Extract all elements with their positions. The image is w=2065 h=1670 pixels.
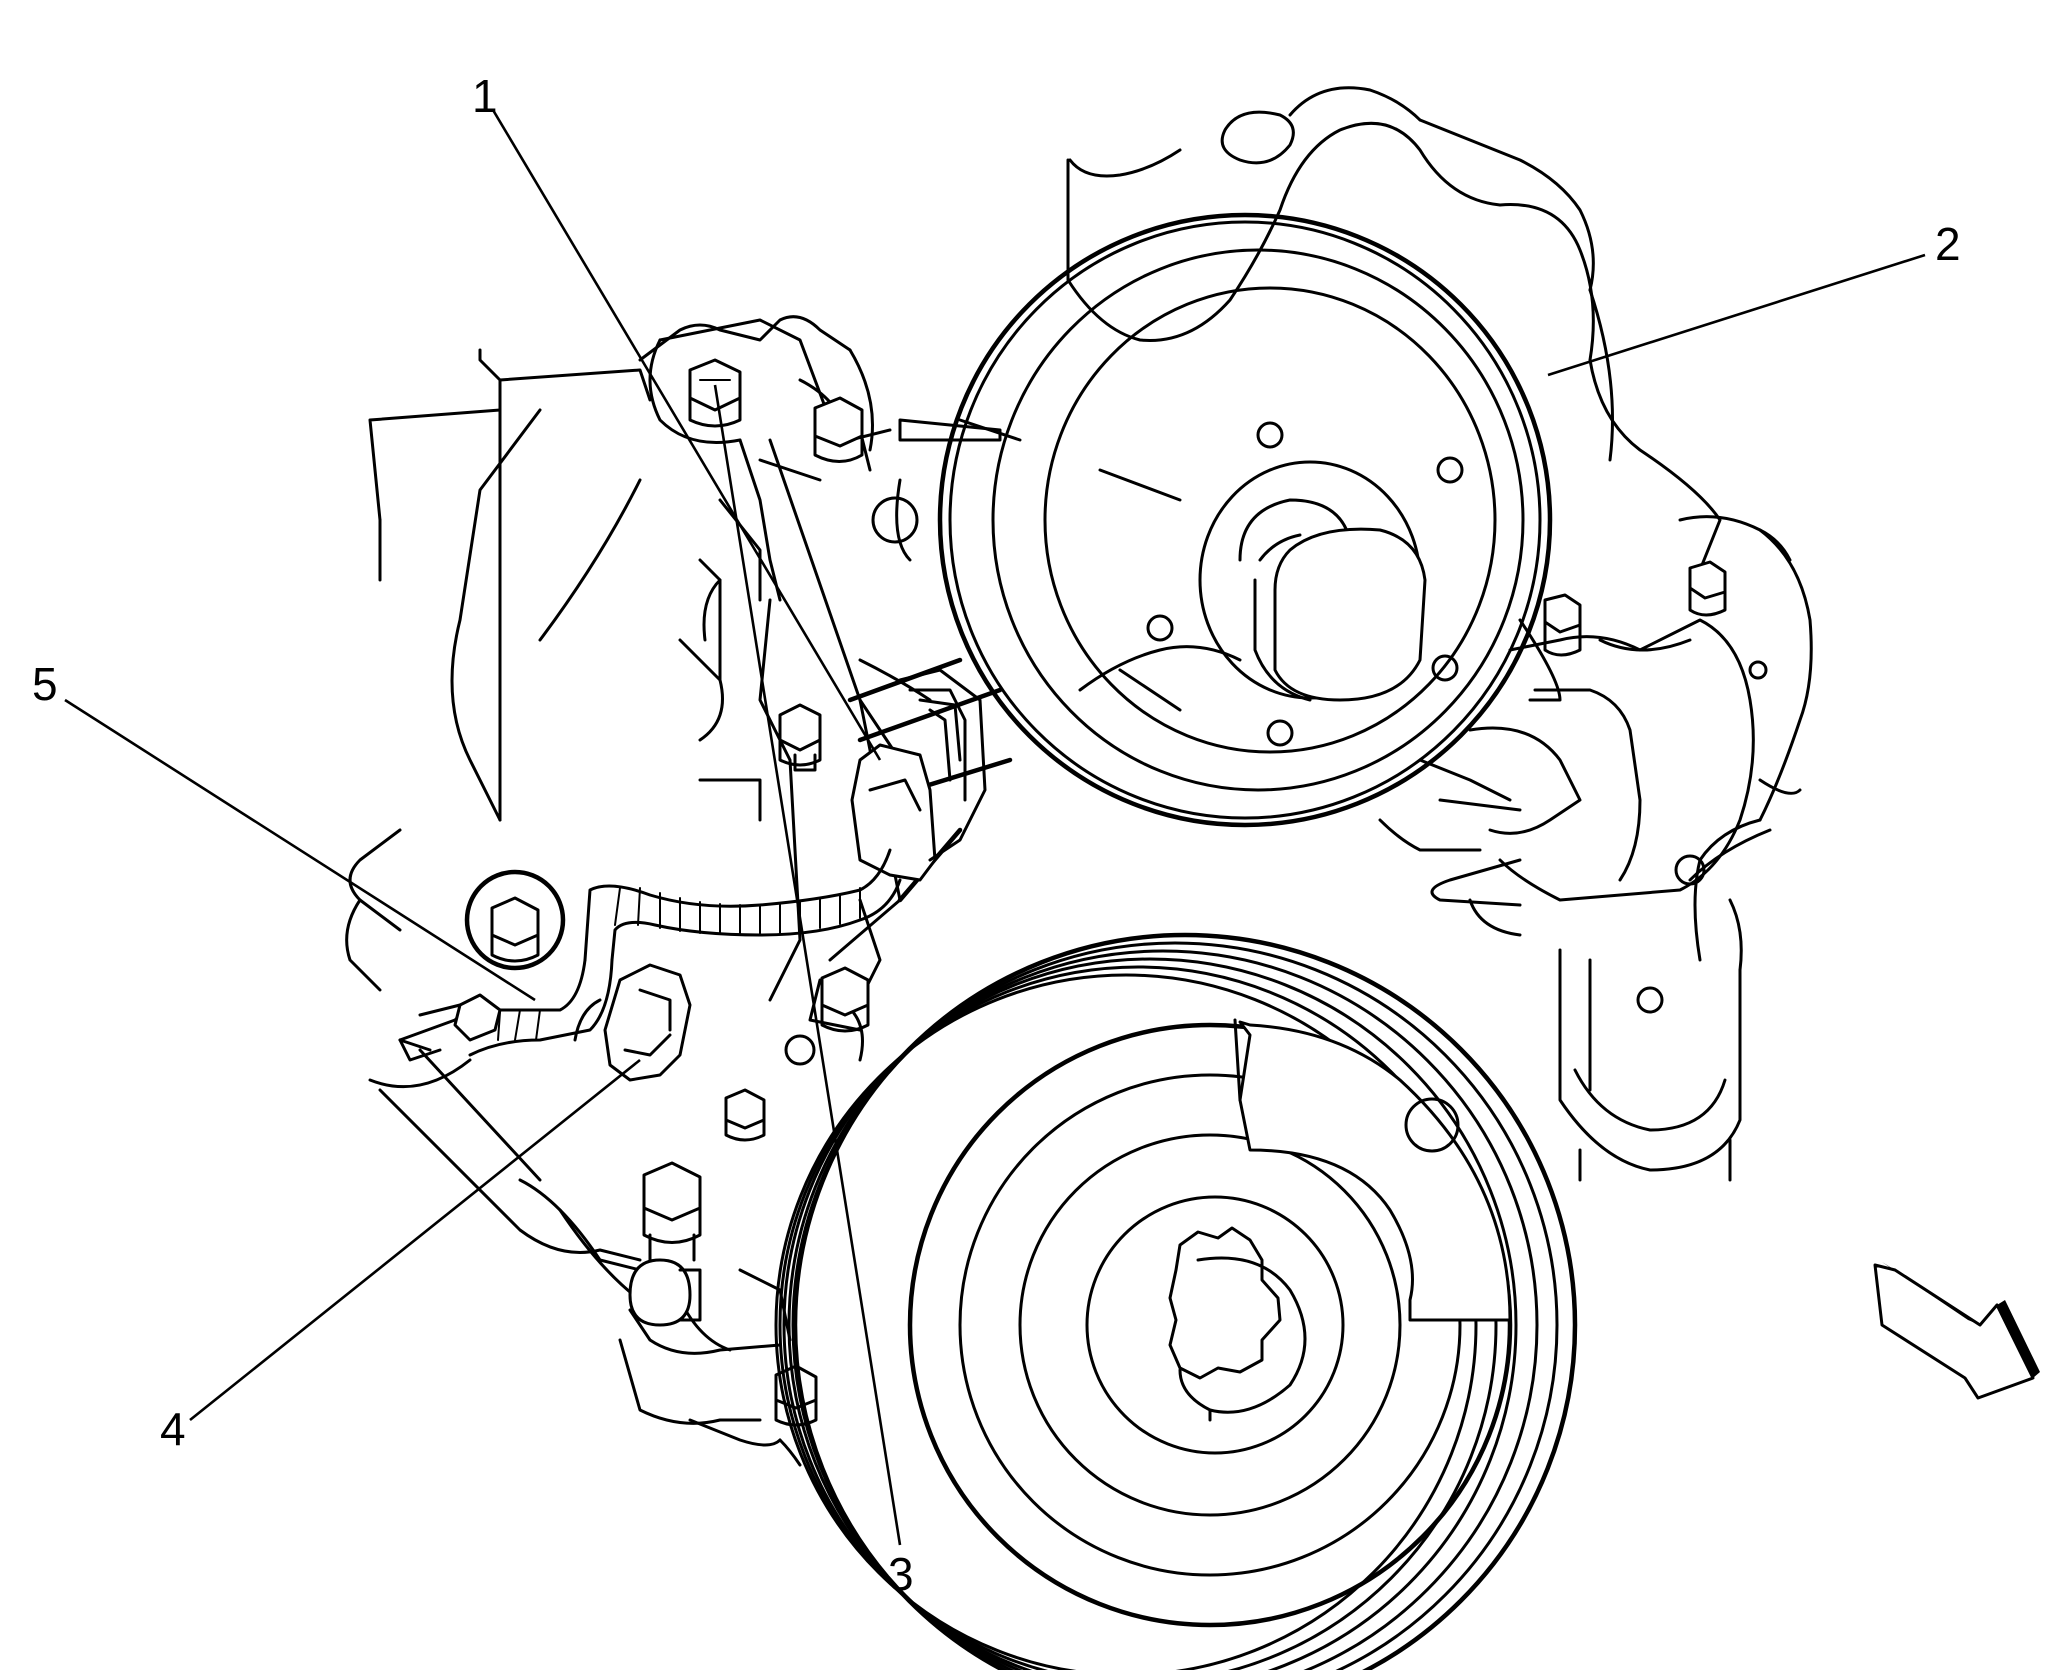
callout-4: 4 bbox=[160, 1403, 186, 1455]
callout-3: 3 bbox=[888, 1548, 914, 1600]
bolt-icon bbox=[778, 703, 822, 772]
callout-leaders bbox=[64, 109, 1926, 1546]
leader-line-5 bbox=[64, 698, 536, 1002]
bolt-icon bbox=[813, 396, 864, 463]
bolt-icon bbox=[464, 869, 566, 971]
accessory-pulley bbox=[937, 212, 1553, 828]
crankshaft-pulley bbox=[774, 932, 1578, 1670]
wiring-harness bbox=[398, 668, 987, 1082]
leader-line-3 bbox=[713, 384, 902, 1546]
leader-line-4 bbox=[189, 1058, 641, 1422]
engine-frame bbox=[345, 315, 1242, 1467]
callout-1: 1 bbox=[472, 70, 498, 122]
engine-block bbox=[1066, 86, 1813, 1182]
direction-arrow-icon bbox=[1873, 1262, 2040, 1400]
center-bolt-icon bbox=[1168, 1226, 1307, 1422]
bolt-icon bbox=[724, 1088, 766, 1142]
leader-line-1 bbox=[491, 109, 882, 761]
bolt-icon bbox=[642, 1161, 702, 1262]
bolt-icon bbox=[1688, 560, 1727, 617]
leader-line-2 bbox=[1547, 253, 1926, 377]
bolt-icon bbox=[1543, 593, 1582, 657]
bolt-icon bbox=[820, 966, 870, 1033]
callout-2: 2 bbox=[1935, 218, 1961, 270]
callout-5: 5 bbox=[32, 658, 58, 710]
